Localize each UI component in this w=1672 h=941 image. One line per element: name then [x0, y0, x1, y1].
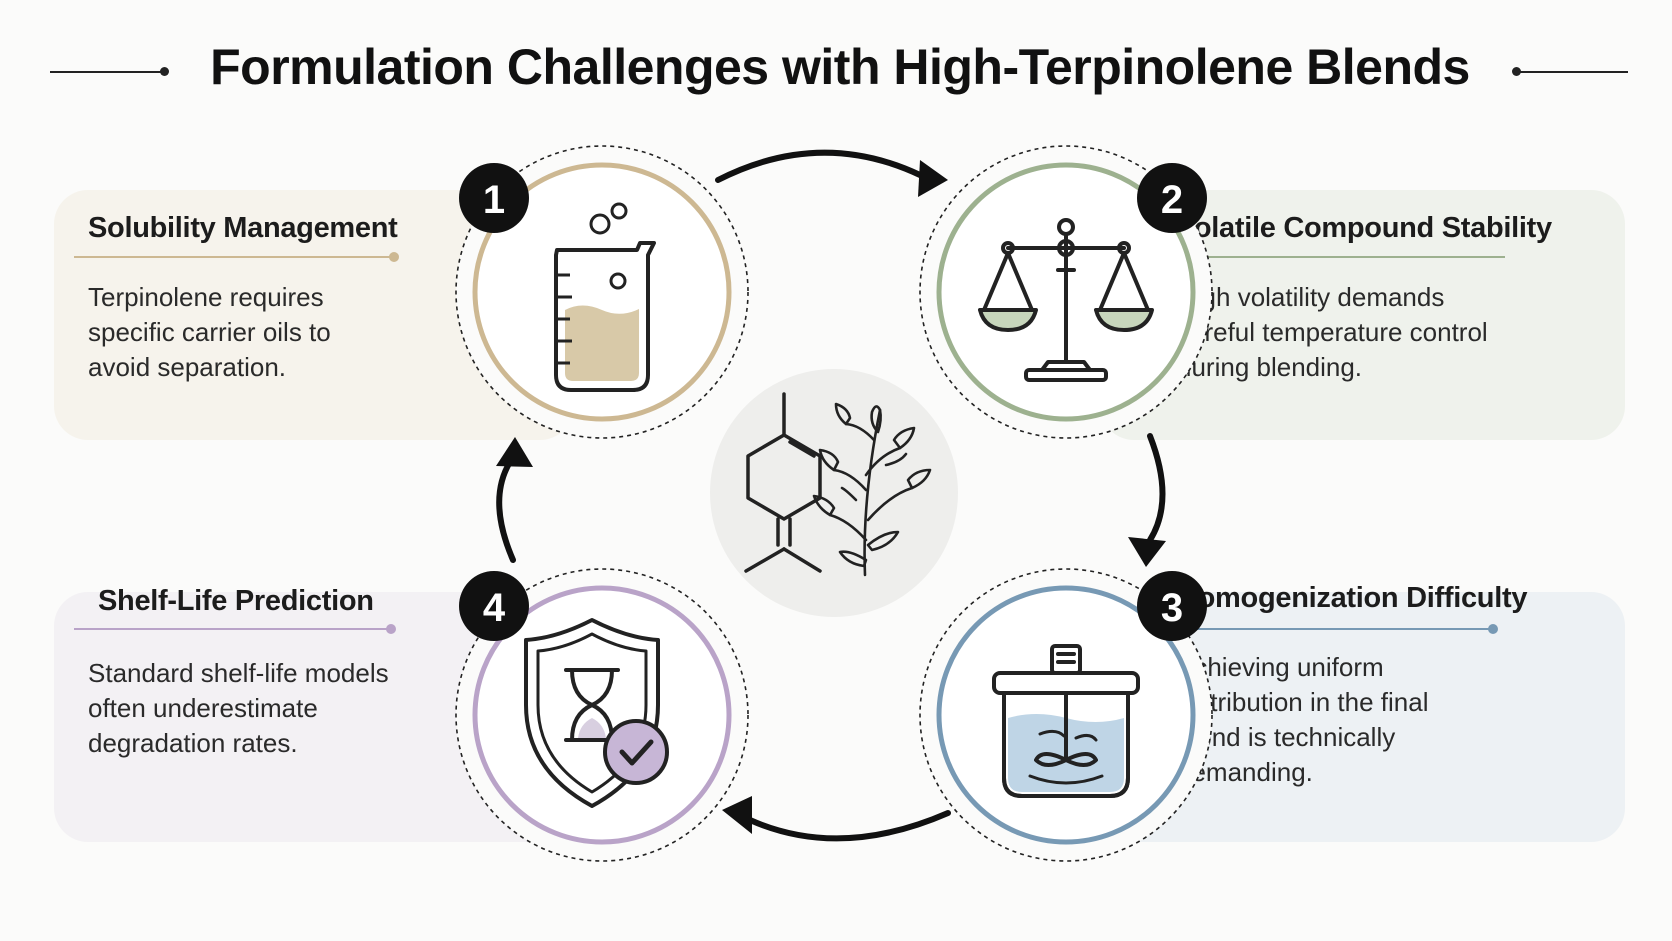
mixing-vessel-icon — [992, 644, 1140, 798]
step-badge-2: 2 — [1137, 163, 1207, 233]
step-description-shelf-life: Standard shelf-life models often underes… — [88, 656, 408, 761]
step-badge-3: 3 — [1137, 571, 1207, 641]
description-line: distribution in the final — [1177, 687, 1429, 717]
cycle-arrows — [496, 149, 1166, 842]
step-rule-dot-homogenization — [1488, 624, 1498, 634]
step-number: 3 — [1161, 586, 1183, 630]
description-line: during blending. — [1177, 352, 1363, 382]
step-number: 1 — [483, 178, 505, 222]
description-line: specific carrier oils to — [88, 317, 331, 347]
arrow-1-to-2 — [715, 149, 923, 183]
description-line: Terpinolene requires — [88, 282, 324, 312]
step-number: 2 — [1161, 178, 1183, 222]
step-description-solubility: Terpinolene requires specific carrier oi… — [88, 280, 388, 385]
page-title: Formulation Challenges with High-Terpino… — [210, 39, 1470, 95]
description-line: often underestimate — [88, 693, 318, 723]
description-line: careful temperature control — [1177, 317, 1488, 347]
step-node-solubility — [455, 145, 749, 439]
step-rule-solubility — [74, 256, 394, 258]
title-rule-dot-right — [1512, 67, 1521, 76]
description-line: Achieving uniform — [1177, 652, 1384, 682]
beaker-icon — [554, 202, 656, 392]
step-node-volatility — [919, 145, 1213, 439]
step-rule-shelf-life — [74, 628, 389, 630]
title-rule-dot-left — [160, 67, 169, 76]
step-description-homogenization: Achieving uniform distribution in the fi… — [1177, 650, 1507, 790]
step-title-homogenization: Homogenization Difficulty — [1177, 582, 1528, 614]
step-title-solubility: Solubility Management — [88, 212, 398, 244]
title-bar: Formulation Challenges with High-Terpino… — [0, 30, 1672, 110]
arrow-head-3-to-4 — [722, 796, 752, 834]
step-title-volatility: Volatile Compound Stability — [1177, 212, 1552, 244]
step-rule-dot-shelf-life — [386, 624, 396, 634]
step-node-shelf-life — [455, 568, 749, 862]
title-rule-left — [50, 71, 165, 73]
arrow-head-2-to-3 — [1128, 537, 1166, 567]
description-line: blend is technically — [1177, 722, 1396, 752]
step-rule-dot-solubility — [389, 252, 399, 262]
description-line: degradation rates. — [88, 728, 298, 758]
step-title-shelf-life: Shelf-Life Prediction — [98, 585, 374, 617]
description-line: avoid separation. — [88, 352, 287, 382]
balance-scale-icon — [978, 218, 1154, 382]
arrow-head-4-to-1 — [496, 437, 533, 467]
title-rule-right — [1518, 71, 1628, 73]
step-node-homogenization — [919, 568, 1213, 862]
terpinolene-molecule-icon — [744, 392, 822, 573]
step-number: 4 — [483, 586, 506, 630]
step-rule-volatility — [1170, 256, 1505, 258]
step-badge-1: 1 — [459, 163, 529, 233]
arrow-2-to-3 — [1147, 433, 1166, 543]
arrow-4-to-1 — [496, 459, 516, 563]
step-rule-homogenization — [1162, 628, 1492, 630]
description-line: High volatility demands — [1177, 282, 1445, 312]
center-emblem — [710, 369, 958, 617]
step-description-volatility: High volatility demands careful temperat… — [1177, 280, 1557, 385]
herb-sprig-icon — [812, 402, 932, 577]
arrow-3-to-4 — [747, 810, 951, 842]
arrow-head-1-to-2 — [918, 160, 948, 197]
description-line: Standard shelf-life models — [88, 658, 389, 688]
shield-hourglass-icon — [524, 618, 669, 808]
step-badge-4: 4 — [459, 571, 529, 641]
